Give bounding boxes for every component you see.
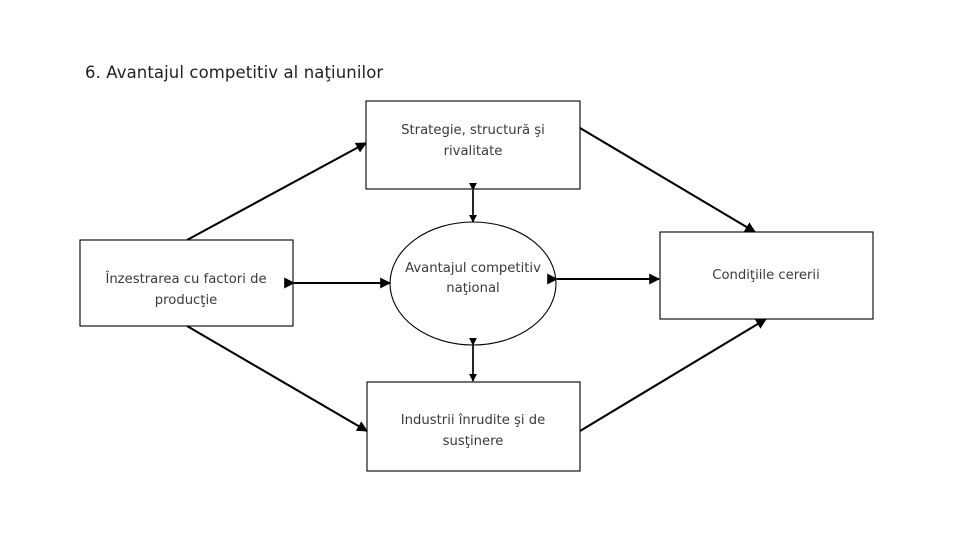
page-title: 6. Avantajul competitiv al naţiunilor [85,63,384,82]
node-factors[interactable]: Înzestrarea cu factori de producţie [79,239,294,327]
node-center-label-line2: naţional [446,281,499,296]
node-demand-label: Condiţiile cererii [712,268,820,283]
node-strategy-label-line2: rivalitate [444,144,503,159]
connector-industries-demand [568,318,767,441]
node-factors-label-line1: Înzestrarea cu factori de [104,269,266,287]
connector-factors-strategy [175,142,367,250]
node-industries[interactable]: Industrii înrudite şi de susţinere [366,381,581,472]
connector-strategy-demand [568,118,756,233]
connector-factors-industries [175,316,368,432]
node-industries-box[interactable] [366,381,581,472]
node-strategy[interactable]: Strategie, structură şi rivalitate [365,100,581,190]
node-strategy-label-line1: Strategie, structură şi [401,123,545,138]
node-industries-label-line2: susţinere [443,434,504,449]
node-factors-label-line2: producţie [155,293,218,308]
node-center[interactable]: Avantajul competitiv naţional [389,221,557,346]
node-center-label-line1: Avantajul competitiv [405,261,541,276]
node-demand[interactable]: Condiţiile cererii [659,231,874,320]
node-strategy-box[interactable] [365,100,581,190]
node-factors-box[interactable] [79,239,294,327]
node-industries-label-line1: Industrii înrudite şi de [401,412,545,428]
